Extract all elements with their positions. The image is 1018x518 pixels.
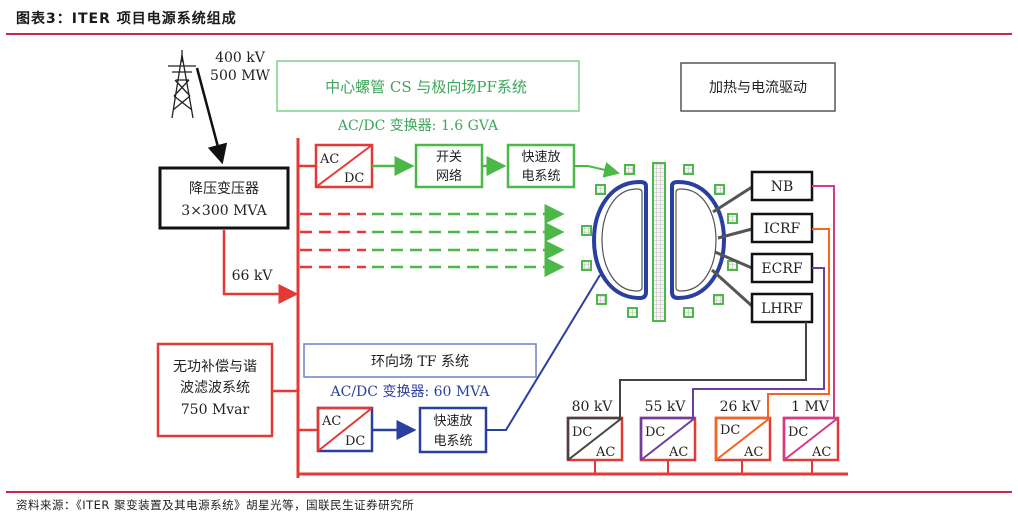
supply-power-label: 500 MW — [210, 68, 271, 84]
tf-fast-discharge-label-2: 电系统 — [433, 434, 472, 449]
reactive-comp-label-2: 波滤波系统 — [180, 380, 250, 396]
pf-system-title-box — [276, 60, 580, 112]
transformer-rating: 3×300 MVA — [181, 203, 267, 219]
transformer-label: 降压变压器 — [189, 181, 259, 197]
ps-80kv-dc: DC — [572, 425, 592, 440]
ps-1mv-dc: DC — [788, 425, 808, 440]
reactive-comp-rating: 750 Mvar — [181, 402, 250, 418]
ps-26kv-voltage: 26 kV — [720, 399, 762, 415]
pf-fast-discharge-label-1: 快速放 — [521, 150, 560, 165]
reactive-comp-label-1: 无功补偿与谐 — [173, 359, 257, 375]
ps-1mv-voltage: 1 MV — [791, 399, 830, 415]
pf-converter-ac: AC — [319, 152, 339, 167]
tf-system-title: 环向场 TF 系统 — [371, 354, 469, 370]
top-rule — [6, 33, 1012, 35]
ps-80kv-voltage: 80 kV — [572, 399, 614, 415]
ps-80kv-ac: AC — [595, 445, 615, 460]
ps-26kv-dc: DC — [720, 423, 740, 438]
switch-network-label-1: 开关 — [436, 150, 462, 165]
nb-feed — [812, 185, 835, 417]
pf-converter-rating: AC/DC 变换器: 1.6 GVA — [337, 117, 499, 134]
feeder-arrow — [195, 67, 228, 165]
ps-1mv: 1 MV DC AC — [782, 399, 840, 474]
step-down-transformer-box — [158, 166, 290, 230]
ps-1mv-ac: AC — [811, 445, 831, 460]
bus-voltage-label: 66 kV — [232, 268, 274, 284]
heating-injectors — [710, 185, 754, 308]
lhrf-feed — [619, 322, 807, 418]
dashed-feeds — [300, 204, 565, 277]
ecrf-feed — [692, 267, 825, 418]
central-solenoid — [652, 162, 666, 322]
tokamak-cross-section — [581, 162, 738, 322]
transmission-tower-icon — [168, 50, 196, 119]
tf-fast-discharge-box — [418, 406, 488, 454]
switch-network-label-2: 网络 — [436, 168, 462, 184]
heating-title: 加热与电流驱动 — [709, 80, 807, 96]
pf-fast-discharge-box — [506, 143, 576, 189]
tf-system-title-box — [303, 343, 537, 378]
ps-55kv-dc: DC — [645, 425, 665, 440]
ps-55kv: 55 kV DC AC — [639, 399, 697, 474]
icrf-feed — [767, 228, 830, 418]
supply-voltage-label: 400 kV — [215, 50, 266, 66]
ps-55kv-ac: AC — [668, 445, 688, 460]
ps-26kv: 26 kV DC AC — [714, 399, 772, 474]
figure-title: 图表3：ITER 项目电源系统组成 — [16, 11, 237, 27]
pf-fast-discharge-label-2: 电系统 — [521, 169, 560, 184]
ps-80kv: 80 kV DC AC — [566, 399, 624, 474]
bus-feed-line — [222, 230, 299, 304]
tf-converter-rating: AC/DC 变换器: 60 MVA — [330, 383, 491, 400]
pf-converter-dc: DC — [344, 171, 364, 186]
tf-converter-ac: AC — [321, 414, 341, 429]
ps-55kv-voltage: 55 kV — [645, 399, 687, 415]
ecrf-label: ECRF — [761, 261, 802, 277]
pf-coils — [581, 164, 738, 318]
lhrf-box — [750, 292, 814, 324]
icrf-label: ICRF — [764, 221, 801, 237]
lhrf-label: LHRF — [761, 301, 803, 317]
source-note: 资料来源：《ITER 聚变装置及其电源系统》胡星光等，国联民生证券研究所 — [16, 498, 415, 512]
switch-network-box — [414, 143, 484, 189]
pf-system-title: 中心螺管 CS 与极向场PF系统 — [325, 78, 527, 96]
tf-fast-discharge-label-1: 快速放 — [433, 414, 472, 429]
bottom-rule — [6, 491, 1012, 493]
nb-label: NB — [771, 179, 794, 195]
tf-converter-dc: DC — [345, 434, 365, 449]
heating-title-box — [680, 62, 836, 112]
reactive-compensation-box — [156, 342, 274, 438]
ps-26kv-ac: AC — [743, 445, 763, 460]
